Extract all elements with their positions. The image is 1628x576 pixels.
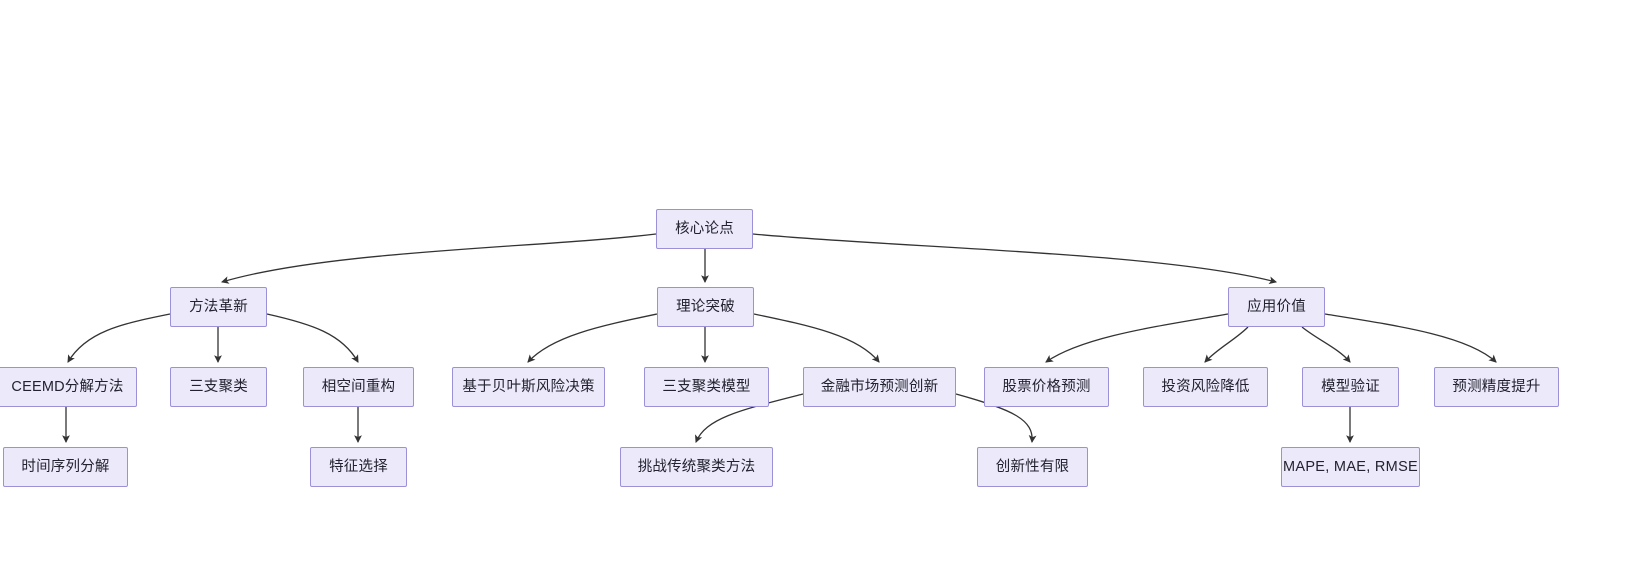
- node-b1[interactable]: 方法革新: [170, 287, 267, 327]
- node-label: 模型验证: [1321, 378, 1380, 395]
- node-label: CEEMD分解方法: [11, 378, 124, 395]
- node-c8[interactable]: 投资风险降低: [1143, 367, 1268, 407]
- node-root[interactable]: 核心论点: [656, 209, 753, 249]
- node-c3[interactable]: 相空间重构: [303, 367, 414, 407]
- edge-root-to-b1: [221, 233, 657, 284]
- node-c1[interactable]: CEEMD分解方法: [0, 367, 137, 407]
- node-label: 基于贝叶斯风险决策: [462, 378, 595, 395]
- edge-b1-to-c1: [67, 313, 171, 363]
- node-label: 相空间重构: [321, 378, 396, 395]
- edge-b3-to-c9: [1301, 326, 1351, 363]
- node-label: 方法革新: [189, 298, 248, 315]
- node-d4[interactable]: 创新性有限: [977, 447, 1088, 487]
- node-label: MAPE, MAE, RMSE: [1282, 458, 1419, 475]
- node-c6[interactable]: 金融市场预测创新: [803, 367, 956, 407]
- node-label: 挑战传统聚类方法: [637, 458, 756, 475]
- node-d2[interactable]: 特征选择: [310, 447, 407, 487]
- node-label: 创新性有限: [995, 458, 1070, 475]
- edge-b3-to-c8: [1204, 326, 1249, 363]
- node-d5[interactable]: MAPE, MAE, RMSE: [1281, 447, 1420, 487]
- edge-b2-to-c6: [753, 313, 880, 363]
- edge-b3-to-c7: [1045, 313, 1229, 363]
- node-c9[interactable]: 模型验证: [1302, 367, 1399, 407]
- node-label: 三支聚类模型: [662, 378, 751, 395]
- node-label: 三支聚类: [189, 378, 248, 395]
- node-label: 股票价格预测: [1002, 378, 1091, 395]
- node-c5[interactable]: 三支聚类模型: [644, 367, 769, 407]
- node-c10[interactable]: 预测精度提升: [1434, 367, 1559, 407]
- node-label: 金融市场预测创新: [820, 378, 939, 395]
- node-label: 特征选择: [329, 458, 388, 475]
- edge-root-to-b3: [752, 233, 1278, 285]
- node-label: 投资风险降低: [1161, 378, 1250, 395]
- node-label: 理论突破: [676, 298, 735, 315]
- node-b2[interactable]: 理论突破: [657, 287, 754, 327]
- node-c4[interactable]: 基于贝叶斯风险决策: [452, 367, 605, 407]
- edge-b1-to-c3: [266, 313, 359, 363]
- edge-b3-to-c10: [1324, 313, 1497, 363]
- node-d3[interactable]: 挑战传统聚类方法: [620, 447, 773, 487]
- node-label: 应用价值: [1247, 298, 1306, 315]
- edge-b2-to-c4: [527, 313, 658, 363]
- node-label: 时间序列分解: [21, 458, 110, 475]
- node-c7[interactable]: 股票价格预测: [984, 367, 1109, 407]
- edges-group: [62, 233, 1497, 444]
- node-d1[interactable]: 时间序列分解: [3, 447, 128, 487]
- node-label: 核心论点: [675, 220, 734, 237]
- node-b3[interactable]: 应用价值: [1228, 287, 1325, 327]
- node-label: 预测精度提升: [1452, 378, 1541, 395]
- node-c2[interactable]: 三支聚类: [170, 367, 267, 407]
